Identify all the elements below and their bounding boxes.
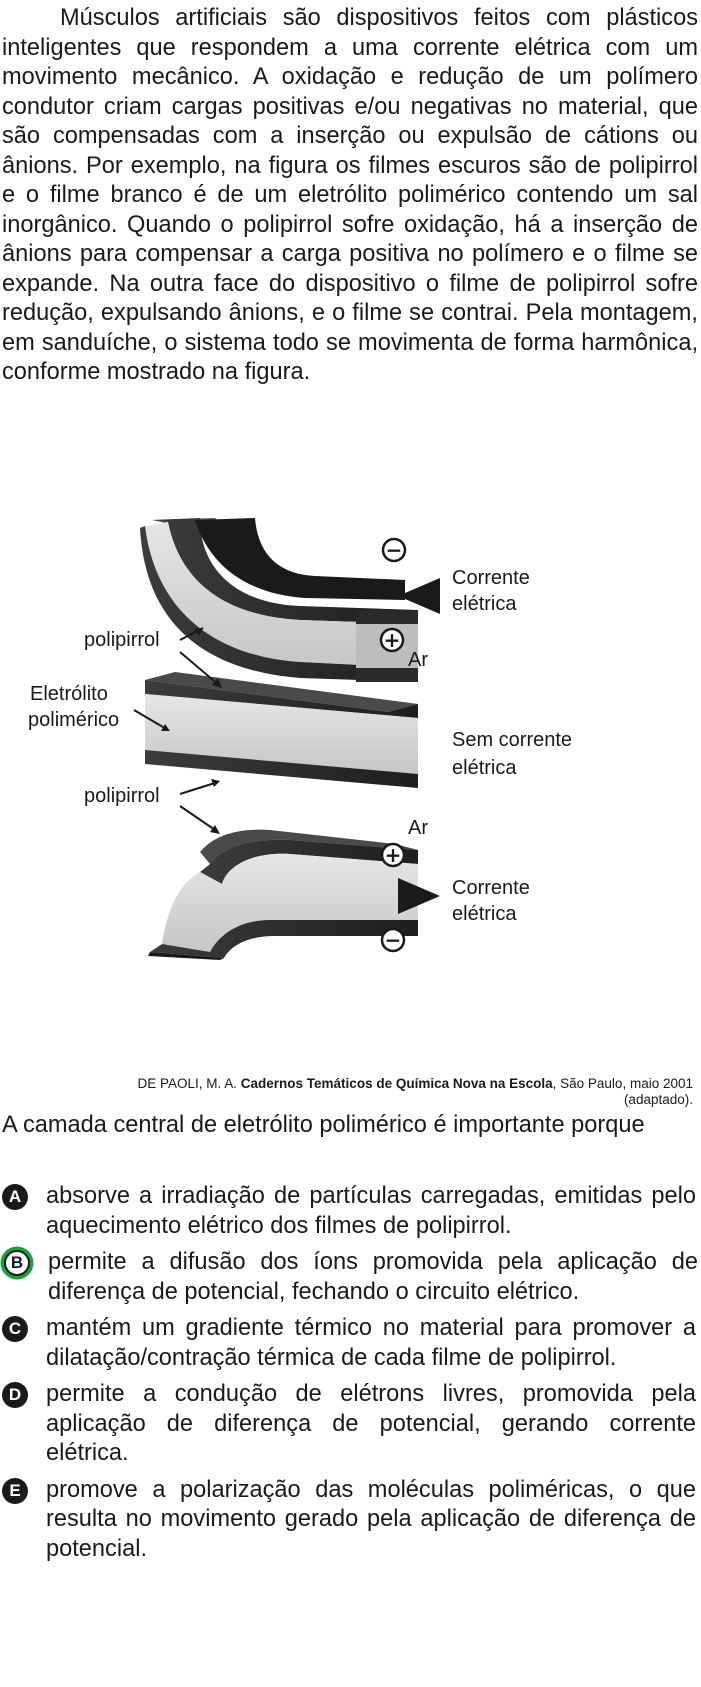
option-d-letter-badge: D (2, 1382, 28, 1408)
top-state-line2: elétrica (452, 593, 517, 615)
label-polipirrol-bottom: polipirrol (84, 785, 160, 807)
label-eletrolito-line2: polimérico (28, 709, 119, 731)
answer-options: A absorve a irradiação de partículas car… (0, 1182, 698, 1571)
bottom-current-arrow-icon (398, 878, 440, 914)
option-c-letter-badge: C (2, 1316, 28, 1342)
arrow-polipirrol-top-lower (179, 651, 221, 687)
bottom-state-line1: Corrente (452, 877, 530, 899)
mid-state-line1: Sem corrente (452, 729, 572, 751)
bottom-plus-sign: + (385, 843, 402, 867)
bottom-plus-terminal (380, 842, 406, 868)
bottom-ar-label: Ar (408, 817, 428, 839)
option-b[interactable]: B permite a difusão dos íons promovida p… (0, 1248, 698, 1307)
artificial-muscle-figure: − + Corrente elétrica Ar Sem corrente el… (28, 518, 572, 960)
option-b-text: permite a difusão dos íons promovida pel… (48, 1249, 698, 1305)
top-device-electrolyte (145, 522, 418, 668)
option-c-text: mantém um gradiente térmico no material … (46, 1315, 696, 1371)
bottom-device-electrolyte (162, 853, 418, 952)
option-b-letter-badge-correct: B (4, 1250, 30, 1276)
option-e[interactable]: E promove a polarização das moléculas po… (0, 1476, 698, 1565)
mid-state-line2: elétrica (452, 757, 517, 779)
label-polipirrol-top: polipirrol (84, 629, 160, 651)
bottom-minus-terminal (380, 927, 406, 953)
middle-device (145, 672, 418, 788)
arrow-polipirrol-bottom-upper (179, 781, 219, 795)
bottom-state-line2: elétrica (452, 903, 517, 925)
option-c[interactable]: C mantém um gradiente térmico no materia… (0, 1314, 698, 1373)
bottom-device (148, 829, 418, 960)
top-current-arrow-icon (398, 578, 440, 614)
bottom-device-lower-film (150, 920, 418, 958)
top-minus-sign: − (386, 538, 403, 562)
option-a[interactable]: A absorve a irradiação de partículas car… (0, 1182, 698, 1241)
top-ar-label: Ar (408, 649, 428, 671)
question-stem: A camada central de eletrólito poliméric… (2, 1112, 645, 1138)
source-author: DE PAOLI, M. A. (137, 1076, 241, 1091)
top-device (140, 518, 418, 682)
option-a-letter-badge: A (2, 1184, 28, 1210)
top-device-lower-film (140, 526, 418, 682)
bottom-minus-sign: − (385, 928, 402, 952)
top-state-line1: Corrente (452, 567, 530, 589)
option-d-text: permite a condução de elétrons livres, p… (46, 1381, 696, 1466)
figure-source-citation: DE PAOLI, M. A. Cadernos Temáticos de Qu… (133, 1076, 694, 1108)
bottom-device-upper-film (200, 839, 418, 884)
middle-device-lower-film (145, 750, 418, 788)
source-details: , São Paulo, maio 2001 (adaptado). (552, 1076, 693, 1107)
option-a-text: absorve a irradiação de partículas carre… (46, 1183, 696, 1239)
middle-device-upper-film (145, 680, 418, 718)
top-plus-sign: + (384, 628, 401, 652)
option-e-text: promove a polarização das moléculas poli… (46, 1476, 696, 1562)
middle-device-electrolyte (145, 694, 418, 774)
arrow-eletrolito (133, 709, 169, 731)
source-work-title: Cadernos Temáticos de Química Nova na Es… (240, 1076, 553, 1091)
intro-paragraph: Músculos artificiais são dispositivos fe… (2, 5, 698, 385)
option-d[interactable]: D permite a condução de elétrons livres,… (0, 1380, 698, 1469)
top-device-upper-film (152, 518, 418, 624)
top-plus-terminal (379, 627, 405, 653)
label-eletrolito-line1: Eletrólito (30, 683, 108, 705)
option-e-letter-badge: E (2, 1477, 28, 1504)
top-minus-terminal (381, 537, 407, 563)
arrow-polipirrol-bottom-lower (179, 805, 219, 833)
